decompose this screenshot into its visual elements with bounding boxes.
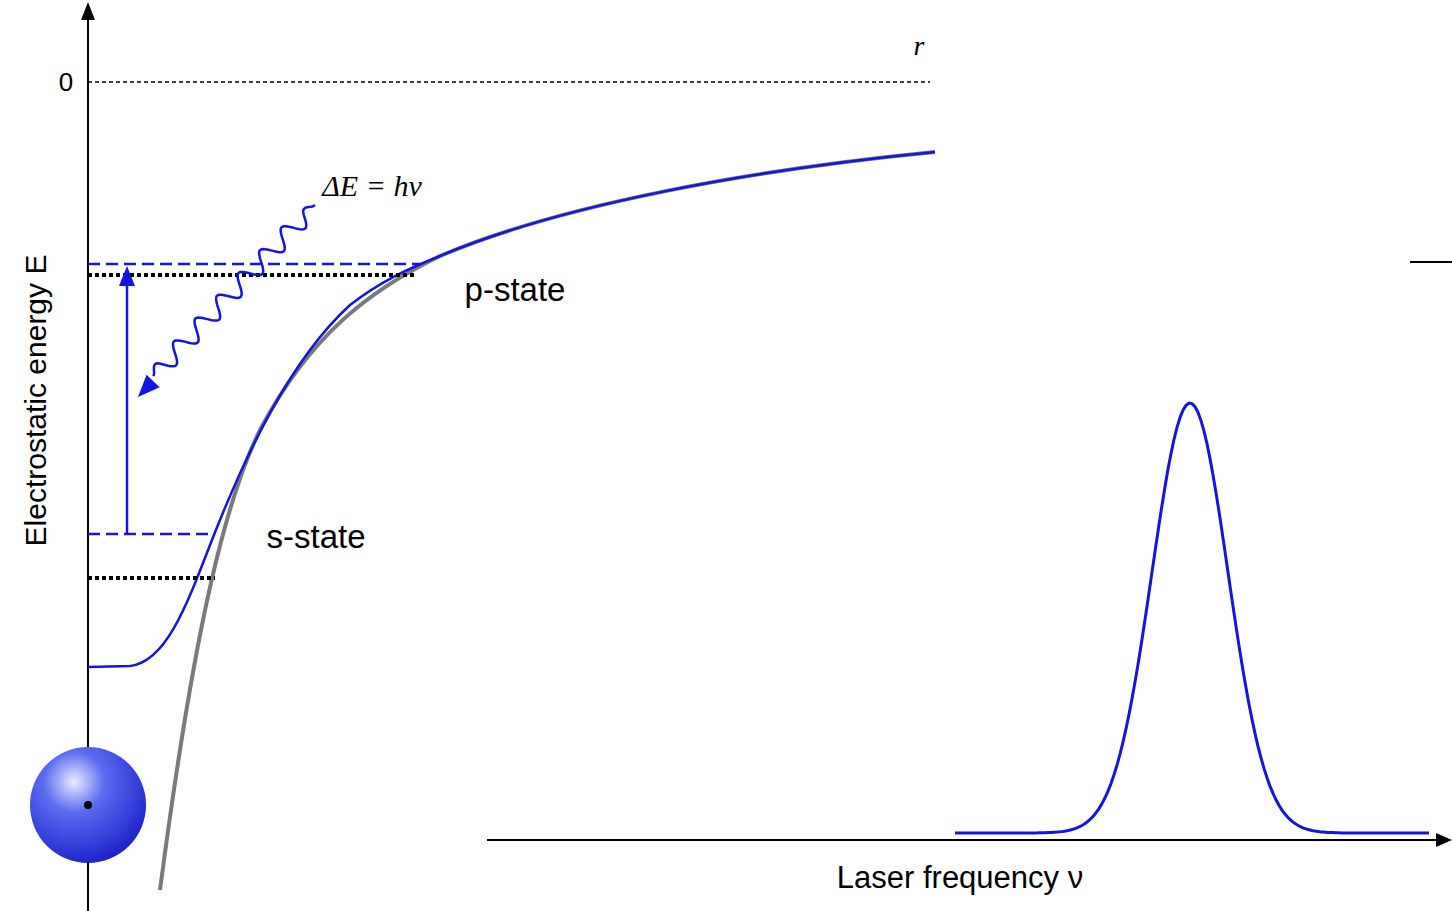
coulomb-potential bbox=[160, 152, 935, 890]
photon-energy: ΔE = hν bbox=[322, 169, 422, 202]
axis-variable: r bbox=[914, 31, 925, 62]
nucleus-center bbox=[84, 801, 92, 809]
modified-potential bbox=[88, 152, 935, 667]
photon-wave bbox=[154, 205, 316, 376]
photon-arrowhead bbox=[138, 375, 160, 397]
nucleus-sphere bbox=[30, 747, 146, 863]
transition-arrow bbox=[126, 284, 129, 534]
frequency-axis bbox=[487, 839, 1440, 841]
p-level-finite bbox=[88, 263, 422, 266]
axis-title: Laser frequency ν bbox=[837, 861, 1083, 895]
edge-tick bbox=[1410, 261, 1452, 263]
s-level-finite bbox=[88, 533, 212, 536]
transition-arrowhead bbox=[119, 266, 135, 286]
level-label: s-state bbox=[266, 519, 365, 555]
level-label: p-state bbox=[465, 272, 566, 308]
axis-title: Electrostatic energy E bbox=[20, 254, 53, 546]
zero-label: 0 bbox=[59, 68, 73, 97]
zero-line bbox=[88, 81, 930, 83]
resonance-peak bbox=[955, 403, 1429, 833]
s-level-point bbox=[88, 576, 215, 580]
axis-arrowhead bbox=[81, 2, 95, 20]
frequency-arrowhead bbox=[1436, 833, 1452, 847]
